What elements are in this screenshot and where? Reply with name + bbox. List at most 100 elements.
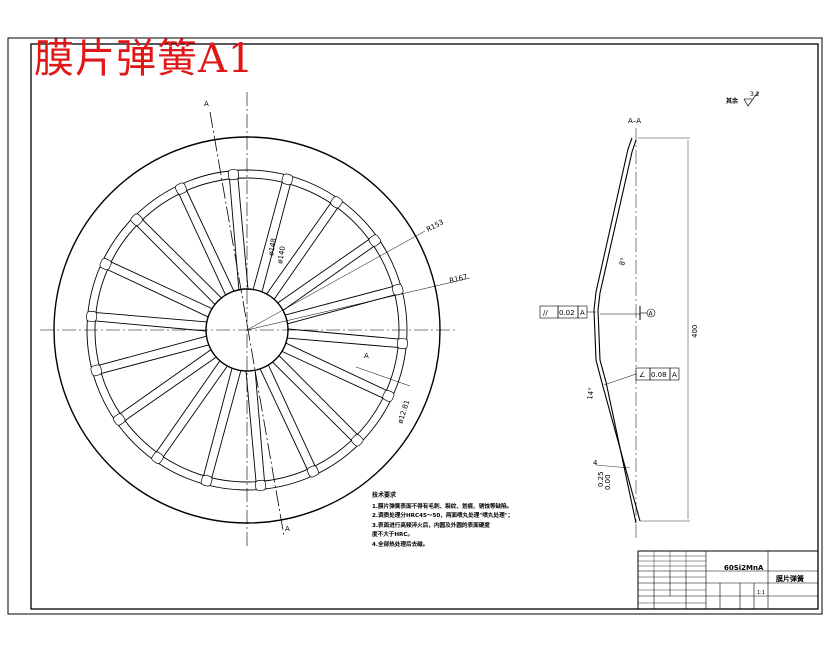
svg-text:0.08: 0.08 <box>651 371 667 379</box>
finger-slot-edge <box>259 368 308 470</box>
finger-slot-edge <box>281 350 384 399</box>
finger-slot-edge <box>287 328 399 340</box>
finger-slot-edge <box>124 356 217 421</box>
r167-leader <box>246 277 471 331</box>
slot-end-notch <box>200 474 213 487</box>
finger-slot-edge <box>273 207 338 300</box>
svg-text:A: A <box>580 309 585 317</box>
svg-text:0.02: 0.02 <box>559 309 575 317</box>
note-item-5: 4.全部热处理后去磁。 <box>372 541 429 548</box>
slot-end-notch <box>227 169 239 181</box>
section-title: A–A <box>628 117 641 125</box>
angle-lower-label: 14° <box>586 387 596 400</box>
finger-slot-edge <box>95 312 207 323</box>
finger-slot-edge <box>203 368 233 476</box>
svg-text:3.2: 3.2 <box>750 91 760 98</box>
d148-label: ø148 <box>267 238 278 257</box>
slot-width-label: ø12.81 <box>396 399 411 425</box>
slot-end-notch <box>382 389 395 402</box>
finger-slot-edge <box>287 337 399 348</box>
finger-slot-edge <box>110 261 213 310</box>
finger-slot-edge <box>99 335 207 366</box>
note-item-3: 3.表面进行高频淬火后，内圆及外圆的表面硬度 <box>372 522 490 529</box>
notes-title: 技术要求 <box>372 492 397 499</box>
slot-end-notch <box>90 364 103 377</box>
angularity-tolerance-frame: ∠ 0.08 A <box>603 367 680 386</box>
note-item-4: 度不大于HRC。 <box>372 532 414 538</box>
finger-slot-edge <box>101 344 209 374</box>
slot-end-notch <box>351 434 364 447</box>
svg-text:A: A <box>649 311 654 318</box>
slot-dim-leader <box>355 366 411 387</box>
cut-marker-top: A <box>204 100 209 108</box>
finger-slot-edge <box>277 239 370 304</box>
spring-profile-inner <box>597 139 637 524</box>
r153-label: R153 <box>425 218 445 234</box>
finger-slot-edge <box>119 349 212 415</box>
finger-slot-edge <box>162 365 228 458</box>
finger-slot-edge <box>237 178 249 290</box>
thickness-a-label: 4 <box>593 459 598 467</box>
finger-slot-edge <box>229 178 240 290</box>
material-label: 60Si2MnA <box>724 564 764 572</box>
scale-label: 1:1 <box>757 590 766 596</box>
thickness-c-label: 0.00 <box>604 474 612 490</box>
thickness-leader <box>595 464 631 469</box>
svg-text:A: A <box>672 371 677 379</box>
spring-profile-outer <box>593 137 641 522</box>
note-item-2: 2.调质处理分HRC45～50，两面喷丸处理"喷丸处理"； <box>372 513 514 519</box>
finger-slot-edge <box>211 370 242 478</box>
slot-end-notch <box>151 451 164 464</box>
technical-notes: 技术要求 1.膜片弹簧表面不得有毛刺、裂纹、划痕、锈蚀等缺陷。 2.调质处理分H… <box>372 491 513 550</box>
finger-slot-edge <box>245 370 257 482</box>
svg-text://: // <box>543 309 548 317</box>
d140-label: ø140 <box>276 246 287 265</box>
finger-slot-edge <box>267 364 316 467</box>
front-view <box>40 92 471 548</box>
slot-end-notch <box>396 338 408 350</box>
part-name-label: 膜片弹簧 <box>776 575 804 583</box>
finger-slot-edge <box>186 190 235 292</box>
finger-slot-edge <box>272 361 352 441</box>
cut-marker-slot: A <box>364 352 369 360</box>
finger-slot-edge <box>95 320 207 332</box>
finger-slot-edge <box>178 193 227 296</box>
finger-slot-edge <box>285 342 387 391</box>
outer-frame <box>7 37 823 615</box>
roughness-symbol: 其余 3.2 <box>726 91 760 107</box>
slot-end-notch <box>130 213 143 226</box>
cut-marker-bottom: A <box>285 525 290 533</box>
slot-end-notch <box>113 413 126 426</box>
slot-end-notch <box>330 196 343 209</box>
slot-end-notch <box>86 310 98 322</box>
watermark-title: 膜片弹簧A1 <box>34 36 255 82</box>
inner-frame <box>30 43 819 610</box>
r153-leader <box>246 230 426 331</box>
r167-label: R167 <box>449 273 469 285</box>
angle-upper-label: 8° <box>618 257 628 267</box>
slot-end-notch <box>175 182 188 195</box>
finger-slot-edge <box>266 202 332 295</box>
finger-slot-edge <box>254 370 265 482</box>
finger-slot-edge <box>252 182 283 290</box>
thickness-b-label: 0.25 <box>597 471 605 487</box>
note-item-1: 1.膜片弹簧表面不得有毛刺、裂纹、划痕、锈蚀等缺陷。 <box>372 503 513 510</box>
finger-slot-edge <box>278 355 358 435</box>
slot-end-notch <box>255 479 267 491</box>
finger-slot-edge <box>107 269 209 318</box>
slot-end-notch <box>306 465 319 478</box>
section-view <box>593 128 690 540</box>
slot-end-notch <box>99 258 112 271</box>
datum-a-symbol: A <box>639 306 656 320</box>
finger-slot-edge <box>282 245 375 311</box>
finger-slot-edge <box>136 225 216 305</box>
height-label: 400 <box>691 325 699 338</box>
slot-end-notch <box>281 173 294 186</box>
svg-text:∠: ∠ <box>639 371 645 379</box>
finger-slot-edge <box>261 184 291 292</box>
finger-slot-edge <box>156 360 221 453</box>
svg-text:其余: 其余 <box>726 97 739 105</box>
slot-end-notch <box>368 234 381 247</box>
title-block <box>637 550 819 610</box>
